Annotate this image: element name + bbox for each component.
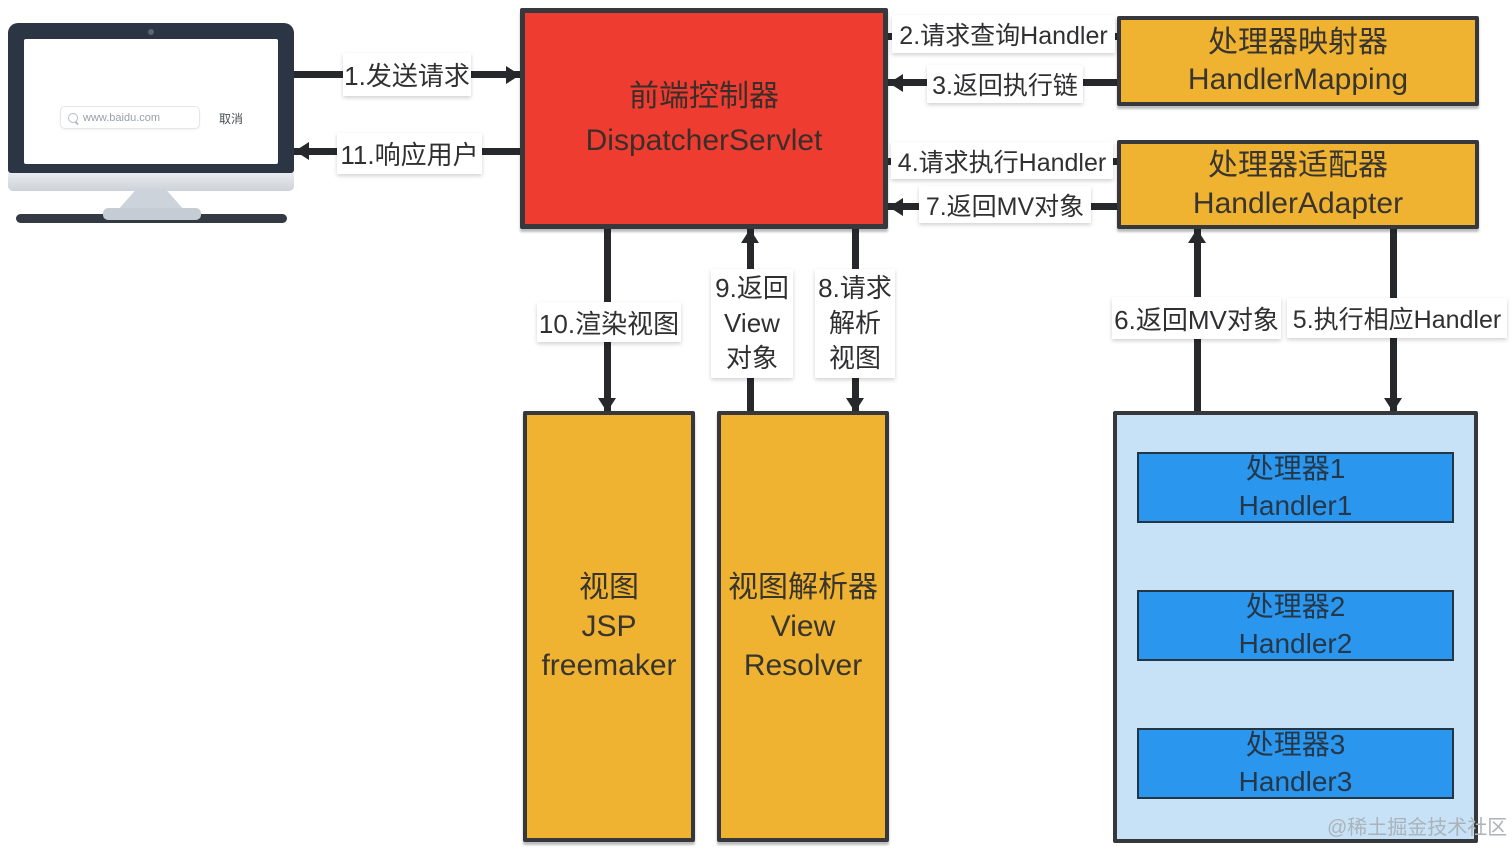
handler3-title-en: Handler3 (1238, 765, 1353, 797)
node-handler1: 处理器1 Handler1 (1137, 452, 1454, 523)
arrowhead-step3 (889, 74, 903, 92)
handler-adapter-title-en: HandlerAdapter (1192, 186, 1404, 220)
node-view-resolver: 视图解析器 View Resolver (717, 411, 889, 842)
camera-dot-icon (148, 29, 154, 35)
monitor-screen: www.baidu.com 取消 (24, 39, 278, 164)
arrowhead-step6 (1188, 229, 1206, 243)
dispatcher-title-en: DispatcherServlet (585, 123, 823, 157)
step-label-5: 5.执行相应Handler (1287, 298, 1507, 338)
node-dispatcher-servlet: 前端控制器 DispatcherServlet (520, 8, 888, 229)
search-icon (68, 112, 78, 123)
arrowhead-step11 (295, 142, 309, 160)
handler-mapping-title-zh: 处理器映射器 (1208, 25, 1388, 59)
step-label-11: 11.响应用户 (337, 133, 482, 174)
step-label-9: 9.返回 View 对象 (711, 269, 793, 378)
handler2-title-en: Handler2 (1238, 627, 1353, 659)
node-handler3: 处理器3 Handler3 (1137, 728, 1454, 799)
handler1-title-zh: 处理器1 (1245, 453, 1346, 485)
cancel-button: 取消 (219, 112, 244, 126)
monitor-chin (8, 173, 294, 191)
step-label-10: 10.渲染视图 (537, 302, 681, 342)
node-handler2: 处理器2 Handler2 (1137, 590, 1454, 661)
step-label-2: 2.请求查询Handler (892, 15, 1115, 53)
node-handler-mapping: 处理器映射器 HandlerMapping (1117, 16, 1479, 106)
step-label-4: 4.请求执行Handler (891, 142, 1113, 179)
watermark: @稀土掘金技术社区 (1327, 817, 1508, 839)
handler-mapping-title-en: HandlerMapping (1187, 63, 1409, 96)
handler2-title-zh: 处理器2 (1245, 591, 1346, 623)
step-label-1: 1.发送请求 (343, 53, 471, 96)
arrowhead-step5 (1384, 398, 1402, 412)
arrowhead-step1 (506, 66, 520, 84)
node-handlers-container: 处理器1 Handler1 处理器2 Handler2 处理器3 Handler… (1113, 411, 1478, 843)
step-label-7: 7.返回MV对象 (919, 186, 1091, 223)
dispatcher-title-zh: 前端控制器 (629, 80, 779, 113)
arrowhead-step9 (741, 229, 759, 243)
browser-search-bar: www.baidu.com (60, 106, 200, 129)
arrowhead-step8 (846, 398, 864, 412)
monitor-bezel: www.baidu.com 取消 (8, 23, 294, 173)
handler1-title-en: Handler1 (1238, 489, 1353, 521)
handler-adapter-title-zh: 处理器适配器 (1208, 149, 1388, 182)
monitor-stand-base (103, 208, 201, 220)
search-url-text: www.baidu.com (83, 111, 161, 124)
handler3-title-zh: 处理器3 (1245, 729, 1346, 761)
monitor-stand-neck (117, 191, 185, 211)
node-view-jsp: 视图 JSP freemaker (523, 411, 695, 842)
arrowhead-step10 (598, 398, 616, 412)
step-label-8: 8.请求 解析 视图 (815, 269, 895, 378)
step-label-6: 6.返回MV对象 (1112, 297, 1281, 339)
arrowhead-step7 (889, 198, 903, 216)
step-label-3: 3.返回执行链 (927, 65, 1083, 103)
node-handler-adapter: 处理器适配器 HandlerAdapter (1117, 140, 1479, 229)
